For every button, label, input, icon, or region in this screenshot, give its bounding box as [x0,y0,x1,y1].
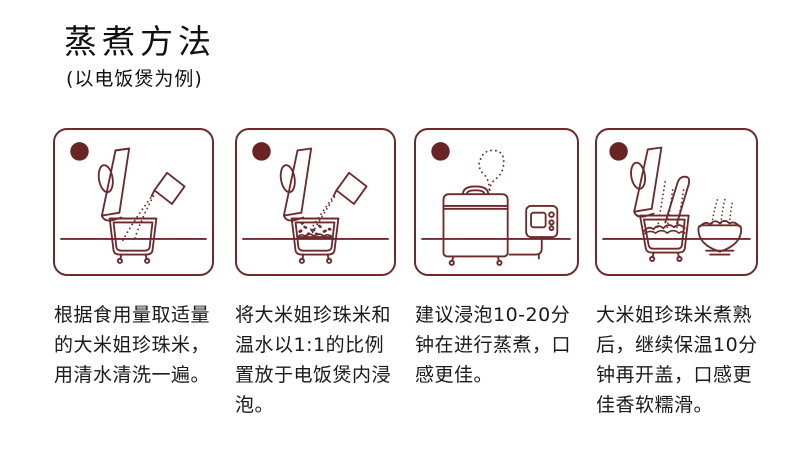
rice-cooker-closed-steaming-with-outlet-icon [421,142,571,266]
step-caption-4: 大米姐珍珠米煮熟后，继续保温10分钟再开盖，口感更佳香软糯滑。 [596,304,758,416]
rice-cooker-open-with-rice-bag-icon [60,142,207,264]
step-caption-3: 建议浸泡10-20分钟在进行蒸煮，口感更佳。 [415,304,572,386]
step-panel-3 [414,128,579,276]
step-panel-1 [53,128,214,276]
step-panel-2 [235,128,396,276]
step-caption-2: 将大米姐珍珠米和温水以1:1的比例置放于电饭煲内浸泡。 [235,304,392,416]
heading-block: 蒸煮方法 (以电饭煲为例) [64,22,216,92]
cooked-rice-with-paddle-and-bowl-icon [602,142,751,262]
rice-cooker-pouring-rice-into-water-icon [242,142,389,264]
page-subtitle: (以电饭煲为例) [66,68,203,90]
step-caption-1: 根据食用量取适量的大米姐珍珠米，用清水清洗一遍。 [54,304,211,386]
page-title: 蒸煮方法 [64,22,216,61]
illustration-panels [0,128,792,278]
step-panel-4 [595,128,758,276]
